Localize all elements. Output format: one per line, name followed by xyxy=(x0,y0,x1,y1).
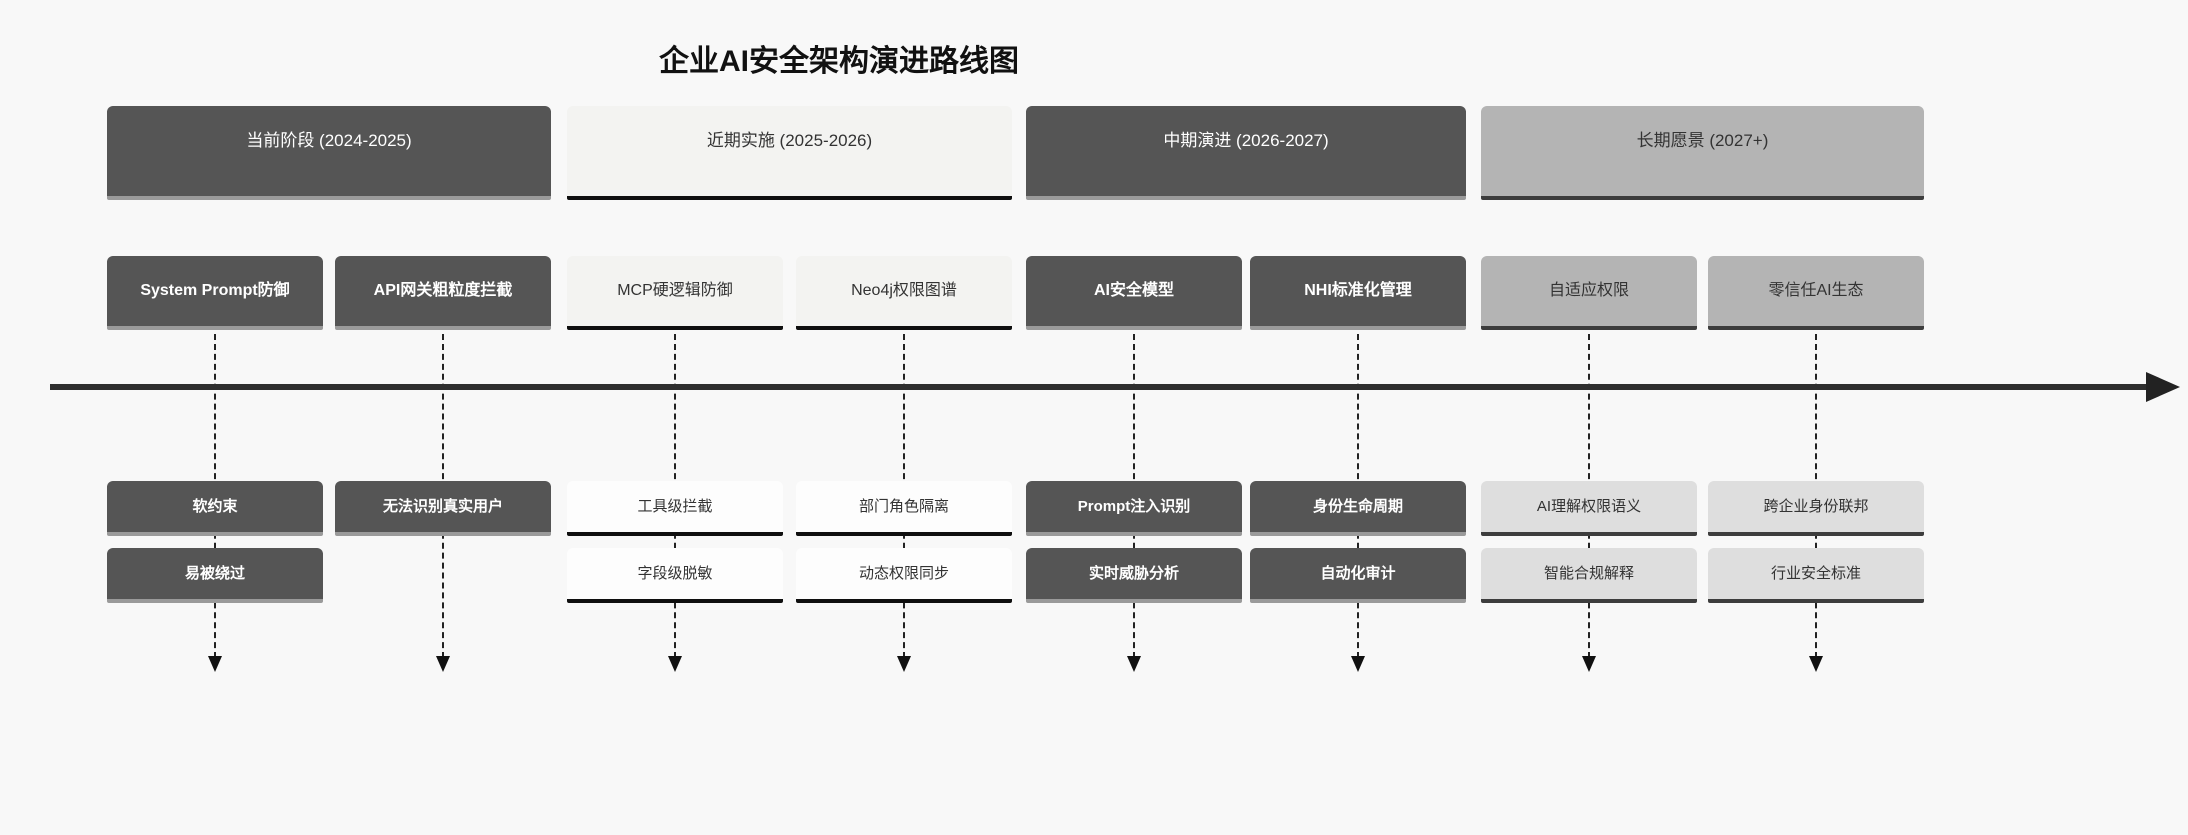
detail-label: 易被绕过 xyxy=(184,565,245,582)
phase-header-current: 当前阶段 (2024-2025) xyxy=(107,106,551,200)
down-arrow-icon xyxy=(668,656,682,672)
detail-label: 智能合规解释 xyxy=(1543,565,1634,582)
down-arrow-icon xyxy=(436,656,450,672)
phase-header-near-term: 近期实施 (2025-2026) xyxy=(567,106,1012,200)
detail-box: 行业安全标准 xyxy=(1708,548,1924,603)
timeline-column: NHI标准化管理 身份生命周期 自动化审计 xyxy=(1250,256,1466,686)
phase-label: 当前阶段 (2024-2025) xyxy=(246,131,412,150)
milestone-box: 零信任AI生态 xyxy=(1708,256,1924,330)
detail-box: 字段级脱敏 xyxy=(567,548,783,603)
milestone-box: API网关粗粒度拦截 xyxy=(335,256,551,330)
timeline-column: Neo4j权限图谱 部门角色隔离 动态权限同步 xyxy=(796,256,1012,686)
detail-label: Prompt注入识别 xyxy=(1077,498,1191,515)
detail-box: 自动化审计 xyxy=(1250,548,1466,603)
detail-label: 软约束 xyxy=(192,498,238,515)
detail-label: 自动化审计 xyxy=(1320,565,1396,582)
phase-header-mid-term: 中期演进 (2026-2027) xyxy=(1026,106,1466,200)
detail-box: 软约束 xyxy=(107,481,323,536)
timeline-column: 自适应权限 AI理解权限语义 智能合规解释 xyxy=(1481,256,1697,686)
timeline-column: 零信任AI生态 跨企业身份联邦 行业安全标准 xyxy=(1708,256,1924,686)
timeline-axis xyxy=(50,384,2156,390)
phase-header-long-term: 长期愿景 (2027+) xyxy=(1481,106,1924,200)
detail-box: AI理解权限语义 xyxy=(1481,481,1697,536)
detail-box: 智能合规解释 xyxy=(1481,548,1697,603)
phase-label: 长期愿景 (2027+) xyxy=(1636,131,1769,150)
timeline-column: API网关粗粒度拦截 无法识别真实用户 xyxy=(335,256,551,686)
detail-label: 行业安全标准 xyxy=(1770,565,1861,582)
detail-box: 部门角色隔离 xyxy=(796,481,1012,536)
detail-box: 无法识别真实用户 xyxy=(335,481,551,536)
down-arrow-icon xyxy=(1582,656,1596,672)
milestone-box: System Prompt防御 xyxy=(107,256,323,330)
milestone-label: NHI标准化管理 xyxy=(1304,282,1412,299)
milestone-box: AI安全模型 xyxy=(1026,256,1242,330)
down-arrow-icon xyxy=(897,656,911,672)
detail-label: 部门角色隔离 xyxy=(858,498,949,515)
milestone-box: NHI标准化管理 xyxy=(1250,256,1466,330)
page-title: 企业AI安全架构演进路线图 xyxy=(659,45,1019,78)
timeline-column: System Prompt防御 软约束 易被绕过 xyxy=(107,256,323,686)
detail-label: 实时威胁分析 xyxy=(1088,565,1179,582)
down-arrow-icon xyxy=(208,656,222,672)
milestone-box: 自适应权限 xyxy=(1481,256,1697,330)
detail-box: 动态权限同步 xyxy=(796,548,1012,603)
detail-label: 动态权限同步 xyxy=(858,565,949,582)
timeline-arrowhead-icon xyxy=(2146,372,2180,402)
milestone-label: API网关粗粒度拦截 xyxy=(373,282,513,299)
down-arrow-icon xyxy=(1351,656,1365,672)
milestone-label: System Prompt防御 xyxy=(140,282,290,299)
milestone-label: AI安全模型 xyxy=(1093,282,1174,299)
milestone-label: 零信任AI生态 xyxy=(1768,282,1864,299)
detail-label: 跨企业身份联邦 xyxy=(1763,498,1869,515)
detail-label: 身份生命周期 xyxy=(1312,498,1403,515)
detail-box: Prompt注入识别 xyxy=(1026,481,1242,536)
milestone-box: MCP硬逻辑防御 xyxy=(567,256,783,330)
detail-box: 实时威胁分析 xyxy=(1026,548,1242,603)
milestone-box: Neo4j权限图谱 xyxy=(796,256,1012,330)
detail-box: 工具级拦截 xyxy=(567,481,783,536)
phase-label: 中期演进 (2026-2027) xyxy=(1163,131,1329,150)
detail-label: 无法识别真实用户 xyxy=(382,498,503,515)
detail-box: 跨企业身份联邦 xyxy=(1708,481,1924,536)
timeline-column: AI安全模型 Prompt注入识别 实时威胁分析 xyxy=(1026,256,1242,686)
down-arrow-icon xyxy=(1809,656,1823,672)
detail-label: 字段级脱敏 xyxy=(637,565,713,582)
milestone-label: MCP硬逻辑防御 xyxy=(617,282,733,299)
detail-label: 工具级拦截 xyxy=(637,498,713,515)
detail-box: 易被绕过 xyxy=(107,548,323,603)
down-arrow-icon xyxy=(1127,656,1141,672)
detail-label: AI理解权限语义 xyxy=(1536,498,1642,515)
detail-box: 身份生命周期 xyxy=(1250,481,1466,536)
phase-label: 近期实施 (2025-2026) xyxy=(706,131,873,150)
milestone-label: 自适应权限 xyxy=(1548,282,1629,299)
timeline-column: MCP硬逻辑防御 工具级拦截 字段级脱敏 xyxy=(567,256,783,686)
milestone-label: Neo4j权限图谱 xyxy=(851,282,957,299)
